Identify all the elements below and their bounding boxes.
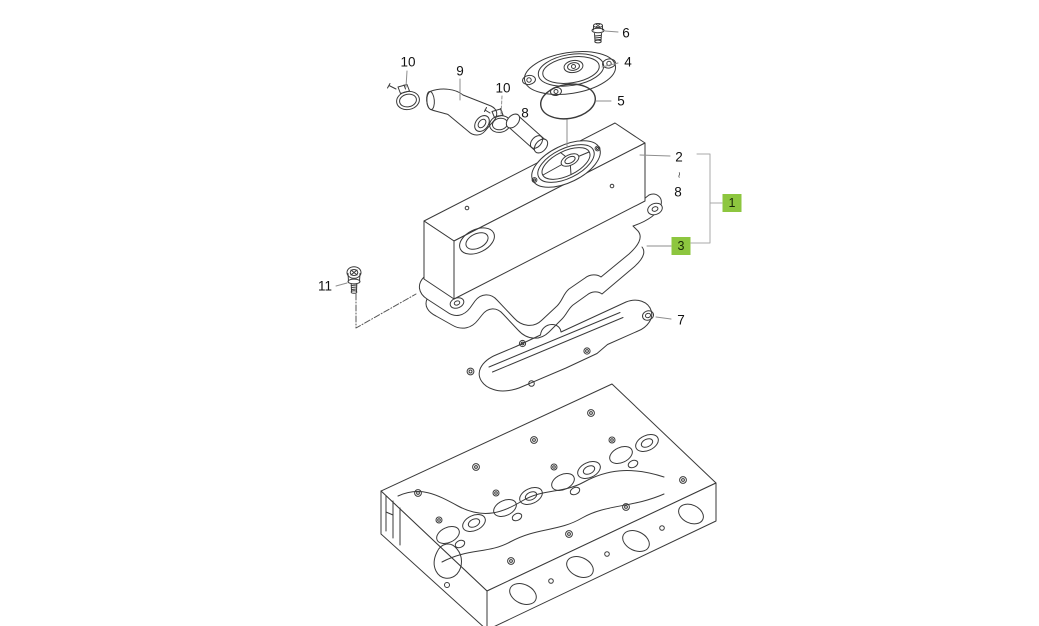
gasket-drawing xyxy=(466,299,654,392)
valve-cover-drawing xyxy=(419,122,663,339)
bolt-11-drawing xyxy=(346,266,362,294)
callout-7-gasket[interactable]: 7 xyxy=(677,312,685,328)
bolt-11-axis-line xyxy=(355,293,417,329)
callout-1-highlighted[interactable]: 1 xyxy=(722,194,742,212)
callout-8-pipe[interactable]: 8 xyxy=(521,105,529,121)
callout-3-highlighted[interactable]: 3 xyxy=(671,237,691,255)
callout-2-range-start[interactable]: 2 xyxy=(675,149,683,165)
clamp-10-upper-drawing xyxy=(387,83,420,111)
callout-10-upper-clamp[interactable]: 10 xyxy=(400,54,416,70)
callout-5-seal[interactable]: 5 xyxy=(617,93,625,109)
pipe-8-drawing xyxy=(505,113,549,154)
leader-lines xyxy=(335,30,672,320)
callout-range-tilde: ~ xyxy=(672,171,685,179)
bolt-6-drawing xyxy=(591,23,605,44)
callout-6-bolt[interactable]: 6 xyxy=(622,25,630,41)
cylinder-head-drawing xyxy=(380,383,717,626)
seal-5-drawing xyxy=(540,83,596,120)
cap-4-drawing xyxy=(522,51,617,97)
callout-4-cap[interactable]: 4 xyxy=(624,54,632,70)
range-bracket xyxy=(690,153,723,244)
hose-9-drawing xyxy=(426,88,498,136)
callout-9-hose[interactable]: 9 xyxy=(456,63,464,79)
callout-11-bolt[interactable]: 11 xyxy=(317,278,333,294)
callout-10-lower-clamp[interactable]: 10 xyxy=(495,80,511,96)
callout-8-range-end[interactable]: 8 xyxy=(674,184,682,200)
